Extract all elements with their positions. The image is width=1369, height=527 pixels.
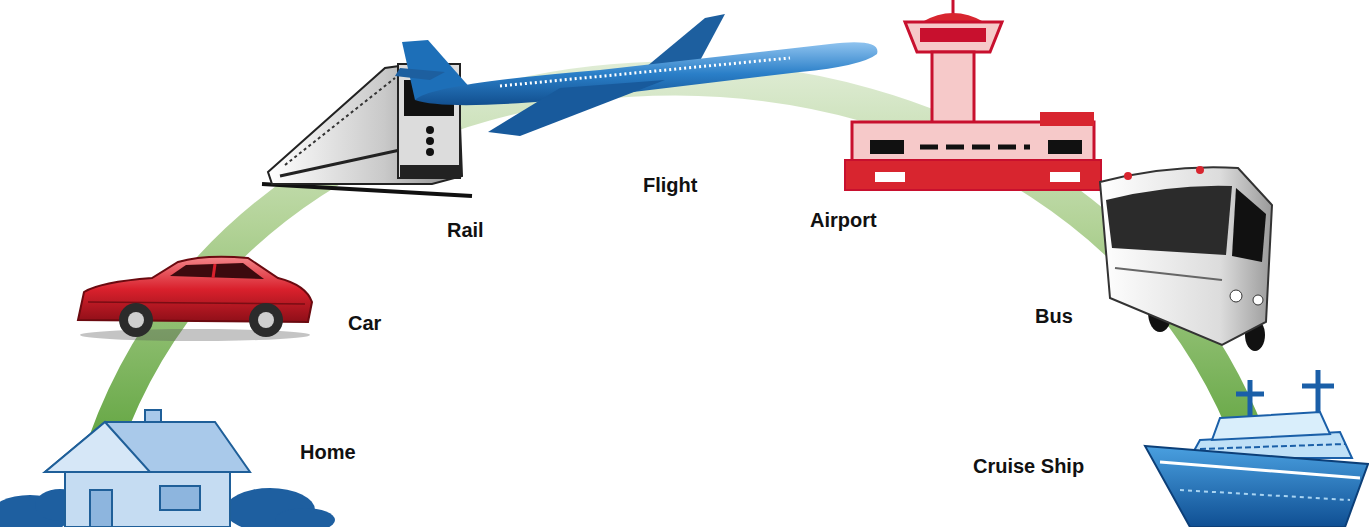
airport-tower-icon-part xyxy=(1050,172,1080,182)
airplane-icon-part xyxy=(395,68,445,80)
cruise-ship-icon-part xyxy=(1160,462,1360,478)
train-icon-part xyxy=(285,78,395,165)
cruise-ship-icon-part xyxy=(1302,384,1334,389)
airport-tower-icon-part xyxy=(875,172,905,182)
cruise-ship-icon-part xyxy=(1236,392,1264,397)
place-label: Bus xyxy=(1035,304,1073,328)
cruise-ship-icon-part xyxy=(1180,490,1350,500)
place-label: Airport xyxy=(810,208,877,232)
car-icon-part xyxy=(170,263,264,279)
car-icon-part xyxy=(119,303,153,337)
airport-tower-icon xyxy=(845,0,1101,190)
home-icon xyxy=(0,410,335,527)
train-icon-part xyxy=(426,137,434,145)
bus-icon-part xyxy=(1196,166,1204,174)
bus-icon-part xyxy=(1100,167,1272,345)
home-icon-part xyxy=(160,486,200,510)
car-icon-part xyxy=(213,264,215,278)
airplane-icon-part xyxy=(488,80,665,136)
place-label: Car xyxy=(348,311,381,335)
bus-icon-part xyxy=(1232,188,1266,262)
bus-icon xyxy=(1100,166,1272,351)
train-icon-part xyxy=(280,150,400,176)
train-icon-part xyxy=(262,184,472,196)
airport-tower-icon-part xyxy=(932,52,974,132)
airport-tower-icon-part xyxy=(845,160,1101,190)
place-label: Home xyxy=(300,440,356,464)
car-icon-part xyxy=(128,312,144,328)
place-label: Rail xyxy=(447,218,484,242)
car-icon-part xyxy=(249,303,283,337)
home-icon-part xyxy=(90,490,112,527)
car-icon-part xyxy=(258,312,274,328)
bus-icon-part xyxy=(1230,290,1242,302)
cruise-ship-icon xyxy=(1145,370,1368,527)
airport-tower-icon-part xyxy=(952,0,955,14)
airport-tower-icon-part xyxy=(870,140,904,154)
cruise-ship-icon-part xyxy=(1145,446,1368,527)
home-icon-part xyxy=(45,422,250,472)
train-icon-part xyxy=(426,126,434,134)
train-icon-part xyxy=(426,148,434,156)
airport-tower-icon-part xyxy=(1048,140,1082,154)
train-icon-part xyxy=(400,165,460,177)
place-label: Cruise Ship xyxy=(973,454,1084,478)
airplane-icon xyxy=(395,14,877,136)
airplane-icon-part xyxy=(415,42,877,105)
home-icon-part xyxy=(45,422,150,472)
cruise-ship-icon-part xyxy=(1212,412,1330,440)
car-icon xyxy=(78,257,312,341)
car-icon-part xyxy=(88,302,305,304)
airport-tower-icon-part xyxy=(1040,112,1094,126)
home-icon-part xyxy=(65,468,230,527)
airport-tower-icon-part xyxy=(905,22,1002,52)
airport-tower-icon-part xyxy=(920,28,986,42)
bus-icon-part xyxy=(1253,295,1263,305)
home-icon-part xyxy=(275,508,335,527)
cruise-ship-icon-part xyxy=(1200,444,1345,449)
bus-icon-part xyxy=(1106,186,1232,255)
bus-icon-part xyxy=(1115,268,1222,280)
bus-icon-part xyxy=(1124,172,1132,180)
airport-tower-icon-part xyxy=(920,145,1030,150)
place-label: Flight xyxy=(643,173,697,197)
